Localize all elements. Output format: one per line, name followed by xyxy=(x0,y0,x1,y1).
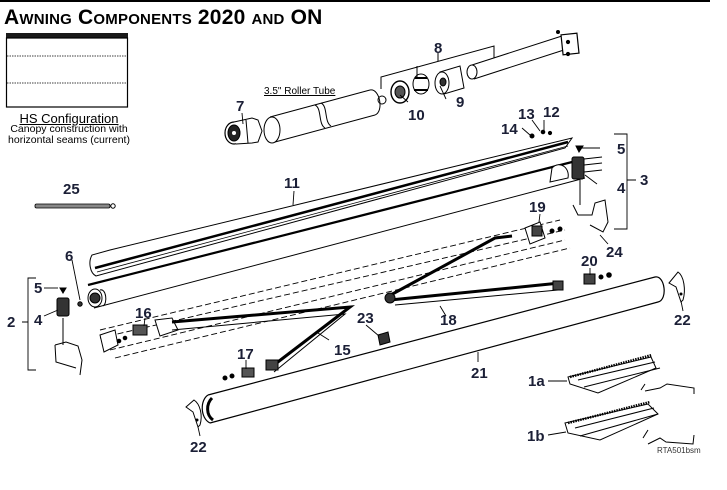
part-22-lead-rail-end-cap-right xyxy=(668,271,685,303)
drawing-code: RTA501bsm xyxy=(657,446,701,455)
callout-label-11: 11 xyxy=(284,175,300,192)
dashed-guide-lines xyxy=(99,219,571,359)
part-19-right-top-bracket xyxy=(524,221,563,245)
callout-label-5-left: 5 xyxy=(34,280,42,297)
part-10-crown-adapter xyxy=(390,73,430,104)
hs-configuration-title: HS Configuration xyxy=(19,111,119,126)
part-1a-rail xyxy=(567,353,695,394)
callout-label-25: 25 xyxy=(63,181,80,198)
callout-bracket-8 xyxy=(380,45,495,89)
part-23-center-bracket xyxy=(377,331,391,346)
callout-label-8: 8 xyxy=(434,40,442,57)
callout-label-1b: 1b xyxy=(527,428,545,445)
callout-label-24: 24 xyxy=(606,244,623,261)
callout-label-23: 23 xyxy=(357,310,374,327)
callout-label-10: 10 xyxy=(408,107,425,124)
part-20-right-lead-rail-bracket xyxy=(583,272,612,285)
part-7-roller-end-plug xyxy=(224,117,263,145)
roller-tube-segment xyxy=(263,89,387,144)
header-rule xyxy=(0,0,710,2)
callout-label-18: 18 xyxy=(440,312,457,329)
description-line: horizontal seams (current) xyxy=(8,134,130,146)
callout-label-4-right: 4 xyxy=(617,180,626,197)
right-end-assembly xyxy=(549,145,609,233)
callout-label-13: 13 xyxy=(518,106,535,123)
callout-label-3: 3 xyxy=(640,172,648,189)
callout-label-22-right: 22 xyxy=(674,312,691,329)
callout-label-22-left: 22 xyxy=(190,439,207,456)
leader-lines xyxy=(22,85,684,437)
fasteners-12-13-14 xyxy=(529,129,553,139)
callout-label-1a: 1a xyxy=(528,373,545,390)
part-11-canopy-roll xyxy=(87,137,586,309)
callout-label-17: 17 xyxy=(237,346,254,363)
canopy-header-bar xyxy=(6,33,128,39)
part-9-drive-adapter xyxy=(434,65,465,95)
part-22-lead-rail-end-cap-left xyxy=(185,399,202,428)
part-21-lead-rail xyxy=(201,276,665,424)
part-18-right-arm xyxy=(384,234,564,306)
description-line: Canopy construction with xyxy=(10,123,128,135)
callout-label-21: 21 xyxy=(471,365,488,382)
callout-label-15: 15 xyxy=(334,342,351,359)
hs-configuration-description: Canopy construction with horizontal seam… xyxy=(0,124,138,146)
callout-label-6: 6 xyxy=(65,248,73,265)
callout-label-20: 20 xyxy=(581,253,598,270)
callout-label-12: 12 xyxy=(543,104,560,121)
callout-label-14: 14 xyxy=(501,121,518,138)
page-title: Awning Components 2020 and ON xyxy=(4,6,323,29)
callout-label-9: 9 xyxy=(456,94,464,111)
callout-label-16: 16 xyxy=(135,305,152,322)
part-1b-rail xyxy=(564,400,695,445)
hs-configuration-illustration xyxy=(5,33,129,108)
callout-label-5-right: 5 xyxy=(617,141,625,158)
part-16-left-top-bracket xyxy=(99,317,179,353)
callout-label-4-left: 4 xyxy=(34,312,43,329)
part-25-pull-wand xyxy=(34,203,116,209)
roller-tube-annotation: 3.5" Roller Tube xyxy=(264,86,336,97)
left-end-assembly xyxy=(54,287,83,376)
callout-label-2: 2 xyxy=(7,314,15,331)
callout-label-7: 7 xyxy=(236,98,244,115)
canopy-panel xyxy=(5,37,129,108)
part-17-left-lead-rail-bracket xyxy=(222,367,255,381)
callout-label-19: 19 xyxy=(529,199,546,216)
part-15-left-arm xyxy=(171,305,356,373)
part-8-motor-tube xyxy=(466,30,580,80)
